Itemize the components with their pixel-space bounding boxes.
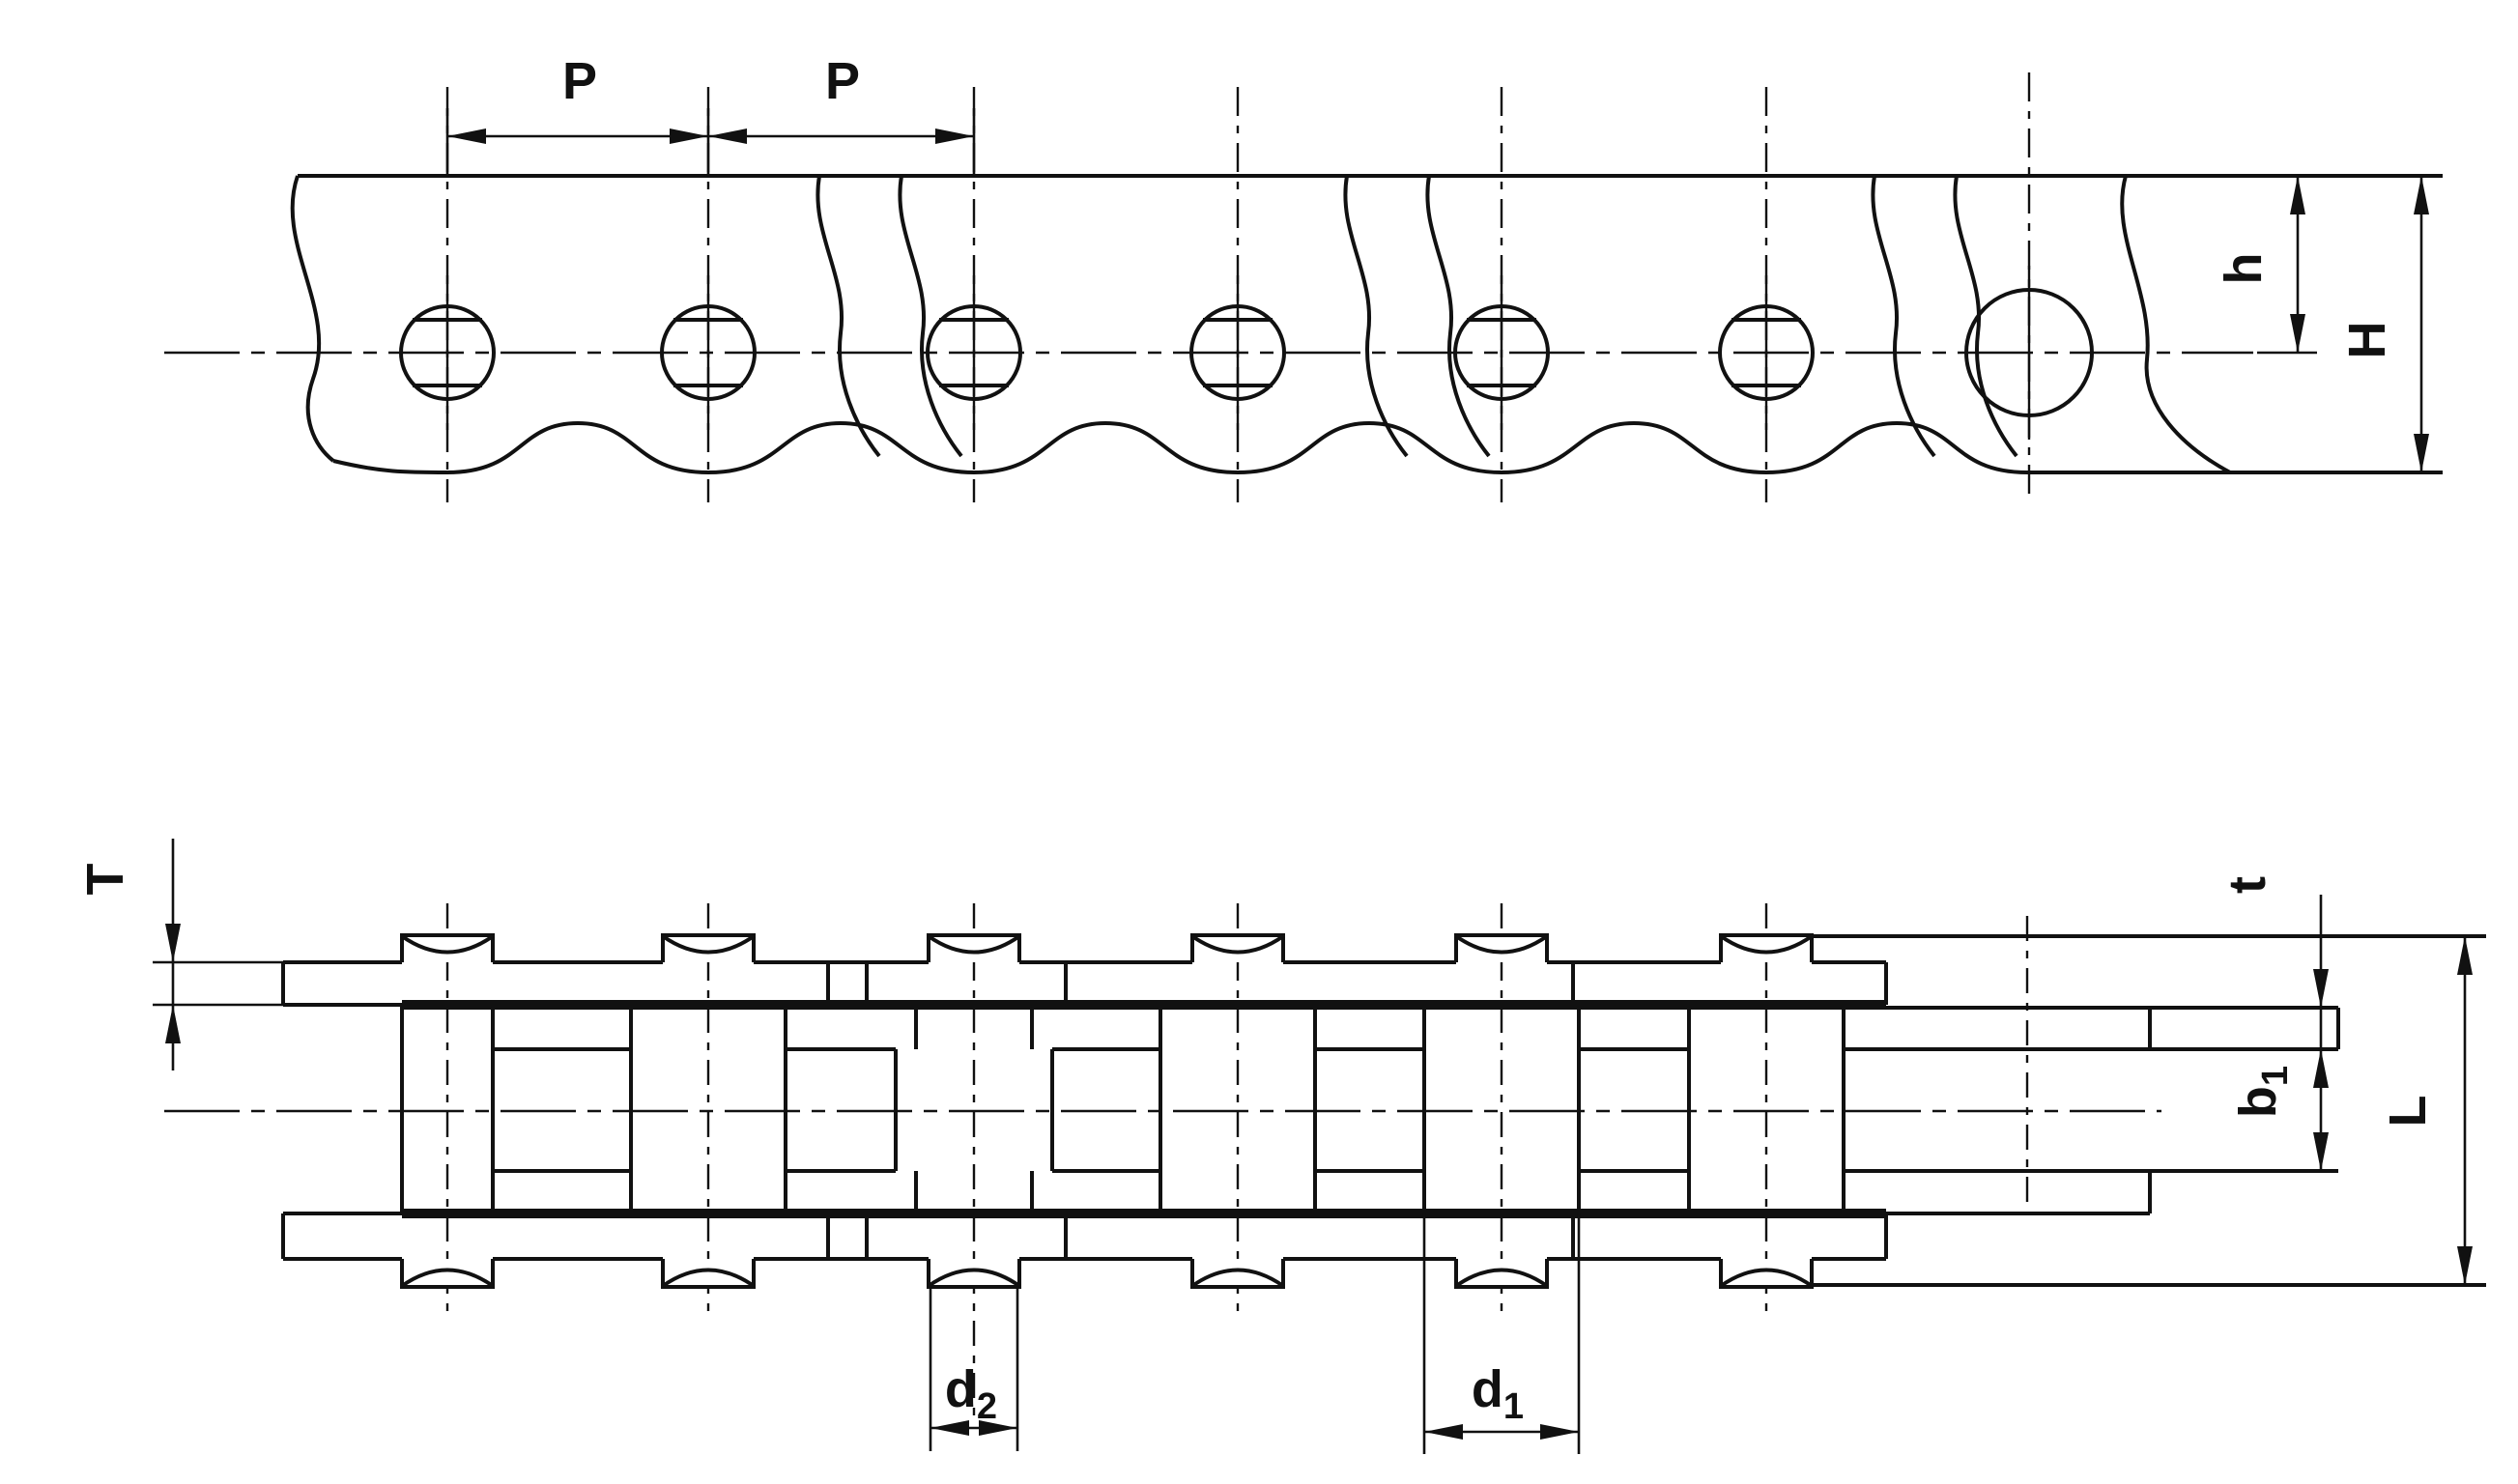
ext-line [1422, 1213, 1581, 1454]
label-base: d [945, 1360, 977, 1418]
plate-overlap-curves [815, 175, 2231, 474]
label-sub: 1 [1503, 1386, 1524, 1427]
dim-label-b1: b1 [2229, 1066, 2296, 1118]
dim-outer-plate-thickness-T: T [76, 839, 283, 1070]
pin-cap [927, 1257, 1021, 1289]
pins-and-rollers [400, 933, 1846, 1289]
plate-end-curve [1953, 175, 2018, 458]
pin-cap [661, 933, 756, 964]
arrowhead [165, 1005, 181, 1043]
arrowhead [165, 924, 181, 962]
outer-plate-bottom [281, 1213, 1888, 1261]
arrowhead [2313, 1132, 2329, 1171]
bushing-lines [914, 1005, 1034, 1049]
inner-plate-strip-bottom [283, 1169, 2338, 1218]
pin-cap [1454, 933, 1549, 964]
pin-cap [1719, 1257, 1814, 1289]
roller-rect [894, 1049, 1054, 1171]
plate-end-curve [1425, 175, 1491, 458]
plate-end-curve [898, 175, 963, 458]
dim-label-L: L [2379, 1096, 2437, 1127]
plate-end-curve [815, 175, 881, 458]
plate-rounded-end [2120, 175, 2231, 474]
dim-label-T: T [76, 864, 134, 896]
plate-end-lines [914, 1171, 2152, 1213]
plan-view: T t b1 L d2 [76, 839, 2486, 1454]
arrowhead [1540, 1424, 1579, 1440]
dim-link-plate-height-h: h [2215, 176, 2317, 355]
dim-label-H: H [2338, 322, 2396, 359]
label-base: d [1472, 1360, 1503, 1418]
arrowhead [930, 1420, 969, 1436]
plate-end-curve [1871, 175, 1936, 458]
dim-label-pitch-1: P [562, 52, 597, 110]
dim-roller-diameter-d1: d1 [1422, 1213, 1581, 1454]
pin-cap [927, 933, 1021, 964]
dim-inner-width-b1: b1 [2229, 1066, 2329, 1171]
dim-pin-diameter-d2: d2 [929, 1287, 1019, 1451]
plate-end-lines [281, 962, 1888, 1005]
dim-label-t: t [2218, 876, 2276, 894]
pin-centerlines [445, 903, 2029, 1418]
dim-label-pitch-2: P [825, 52, 860, 110]
side-view: P P h H [164, 52, 2443, 502]
ext-line [1812, 934, 2486, 1287]
ext-line [929, 1287, 1019, 1451]
arrowhead [2414, 434, 2429, 472]
plate-end-curve [1343, 175, 1409, 458]
ext-line [153, 960, 283, 1007]
arrowhead [2290, 314, 2305, 353]
ext-line [445, 108, 976, 176]
arrowhead [2313, 1049, 2329, 1088]
arrowhead [670, 128, 708, 144]
arrowhead [708, 128, 747, 144]
inner-plate-strip-top [493, 1005, 2340, 1051]
dim-pin-length-L: L [1812, 934, 2486, 1287]
label-base: b [2229, 1086, 2287, 1118]
dim-inner-plate-thickness-t: t [2218, 876, 2329, 1171]
arrowhead [2457, 1246, 2473, 1285]
dim-pitch: P P [445, 52, 976, 176]
pin-cap [661, 1257, 756, 1289]
break-line-left [290, 175, 335, 463]
end-pin-bushing [400, 1005, 495, 1213]
arrowhead [2414, 176, 2429, 214]
plate-end-lines [281, 1213, 1888, 1259]
dim-label-d1: d1 [1472, 1360, 1524, 1427]
pin-cap [1719, 933, 1814, 964]
label-sub: 1 [2255, 1066, 2296, 1086]
pin-cap [400, 1257, 495, 1289]
pin-cap [1190, 1257, 1285, 1289]
rollers [399, 266, 2094, 440]
pin-cap [1454, 1257, 1549, 1289]
arrowhead [2313, 969, 2329, 1008]
outer-plate-top [281, 960, 1888, 1010]
arrowhead [2457, 936, 2473, 975]
dim-chain-plate-height-H: H [2338, 176, 2429, 472]
dim-label-d2: d2 [945, 1360, 997, 1427]
plate-scalloped-contour [332, 420, 2443, 475]
dim-label-h: h [2215, 253, 2273, 285]
arrowhead [1424, 1424, 1463, 1440]
arrowhead [2290, 176, 2305, 214]
arrowhead [447, 128, 486, 144]
arrowhead [935, 128, 974, 144]
pin-cap [1190, 933, 1285, 964]
plate-end-lines [2148, 1008, 2340, 1049]
pin-cap [400, 933, 495, 964]
label-sub: 2 [977, 1386, 997, 1427]
